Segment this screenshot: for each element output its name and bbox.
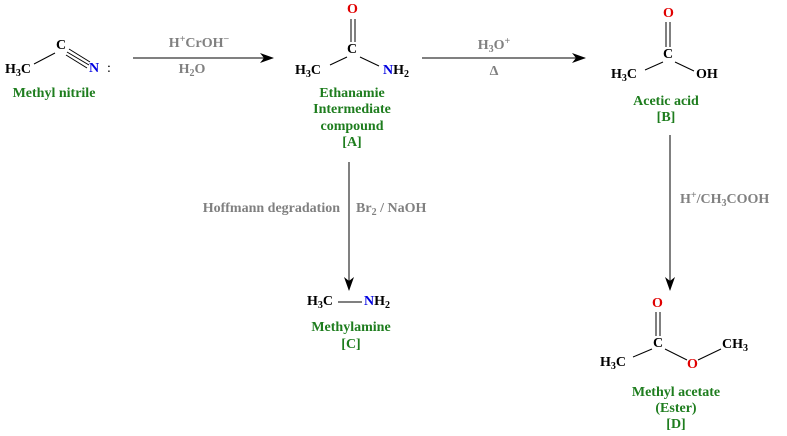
atom-n: N xyxy=(89,61,100,76)
reagent-r2-below: Δ xyxy=(489,64,499,79)
compound-name: Methylamine xyxy=(311,320,391,335)
compound-tag: [C] xyxy=(341,337,361,352)
reagent-r2-above: H3O+ xyxy=(477,36,511,55)
atom-nh2: NH2 xyxy=(364,294,391,311)
compound-tag: [A] xyxy=(342,135,362,150)
compound-tag: [B] xyxy=(656,110,676,125)
atom-nh2: NH2 xyxy=(383,63,410,80)
bond xyxy=(632,348,653,358)
bond xyxy=(33,52,56,65)
bond xyxy=(674,61,695,72)
reagent-r1-below: H2O xyxy=(178,62,206,79)
atom-c: C xyxy=(653,336,664,351)
compound-name: Ethanamie xyxy=(319,86,385,101)
atom-o: O xyxy=(347,2,358,17)
atom-c: C xyxy=(347,42,358,57)
reagent-r4: Br2 / NaOH xyxy=(356,201,427,218)
compound-name: Intermediate xyxy=(313,102,391,117)
atom-ch3: H3C xyxy=(307,294,334,311)
bond xyxy=(329,56,348,66)
atom-ch3: H3C xyxy=(5,62,32,79)
atom-ch3: H3C xyxy=(611,67,638,84)
compound-tag: [D] xyxy=(666,417,686,432)
bond xyxy=(644,61,664,71)
atom-oh: OH xyxy=(696,67,718,82)
compound-name: compound xyxy=(320,119,384,134)
atom-ch3: H3C xyxy=(600,355,627,372)
atom-c: C xyxy=(56,38,67,53)
atom-ch3: H3C xyxy=(295,63,322,80)
bond xyxy=(359,56,380,67)
atom-o: O xyxy=(687,357,698,372)
triple-bond xyxy=(65,54,88,69)
bond xyxy=(664,348,688,361)
triple-bond xyxy=(68,48,91,63)
reaction-name-r4: Hoffmann degradation xyxy=(202,201,340,216)
compound-name: (Ester) xyxy=(655,401,697,416)
reagent-r3: H+/CH3COOH xyxy=(680,190,770,209)
atom-ch3: CH3 xyxy=(722,337,748,354)
atom-o: O xyxy=(663,6,674,21)
atom-c: C xyxy=(663,47,674,62)
lone-pair: : xyxy=(107,61,111,76)
bond xyxy=(697,348,722,361)
triple-bond xyxy=(66,51,90,66)
reagent-r1-above: H+CrOH− xyxy=(168,34,230,52)
compound-name: Methyl acetate xyxy=(631,385,721,400)
compound-name: Methyl nitrile xyxy=(12,86,96,101)
atom-o: O xyxy=(652,296,663,311)
compound-name: Acetic acid xyxy=(633,94,699,109)
